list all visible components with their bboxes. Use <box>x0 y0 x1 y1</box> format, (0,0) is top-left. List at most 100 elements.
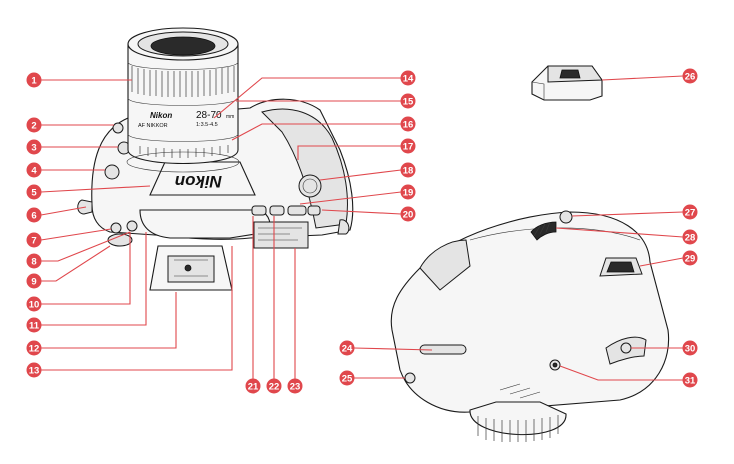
command-dial-ribs <box>533 221 551 237</box>
button-8-right[interactable] <box>126 220 138 232</box>
callout-number: 19 <box>403 187 414 198</box>
callout-badge <box>400 138 416 154</box>
camera-front-top-plate <box>139 209 271 239</box>
button-25[interactable] <box>404 372 416 384</box>
callout-17: 17 <box>400 138 416 154</box>
strap-eyelet-right <box>337 219 350 235</box>
callout-number: 31 <box>685 375 696 386</box>
button-20[interactable] <box>307 205 321 216</box>
leader-27 <box>571 211 684 217</box>
callout-badge <box>339 340 355 356</box>
shutter-release-ring <box>302 178 318 194</box>
callout-number: 21 <box>248 381 259 392</box>
focus-ring-grip[interactable] <box>131 66 235 97</box>
callout-number: 8 <box>31 256 36 267</box>
camera-bottom-corner <box>419 239 471 291</box>
callout-number: 11 <box>29 320 40 331</box>
button-7[interactable] <box>110 222 122 234</box>
callout-number: 22 <box>269 381 280 392</box>
callout-badge <box>682 340 698 356</box>
callout-number: 20 <box>403 209 414 220</box>
callout-number: 30 <box>685 343 696 354</box>
camera-front-icon: Nikon <box>77 27 354 291</box>
camera-bottom-icon <box>390 210 670 442</box>
lens-focal-range: 28-70 <box>196 110 222 121</box>
callout-number: 27 <box>685 207 696 218</box>
callout-badge <box>26 162 42 178</box>
lens-brand-text: Nikon <box>150 111 172 120</box>
callout-badge <box>682 229 698 245</box>
callout-number: 1 <box>31 75 37 86</box>
callout-badge <box>26 72 42 88</box>
callout-number: 12 <box>29 343 40 354</box>
callout-23: 23 <box>287 378 303 394</box>
button-30[interactable] <box>620 342 632 354</box>
callout-badge <box>682 204 698 220</box>
callout-19: 19 <box>400 184 416 200</box>
bottom-vents <box>499 383 541 399</box>
leader-6 <box>40 206 87 216</box>
callout-badge <box>339 370 355 386</box>
control-27[interactable] <box>559 210 573 224</box>
callout-number: 23 <box>290 381 301 392</box>
callout-21: 21 <box>245 378 261 394</box>
callout-badge <box>26 207 42 223</box>
callout-badge <box>682 372 698 388</box>
callout-8: 8 <box>26 253 42 269</box>
callout-9: 9 <box>26 273 42 289</box>
button-9[interactable] <box>107 233 133 247</box>
leader-7 <box>40 228 112 241</box>
leader-28 <box>555 227 684 238</box>
leader-8 <box>41 231 131 262</box>
callout-badge <box>26 273 42 289</box>
callout-number: 17 <box>403 141 414 152</box>
callout-badge <box>26 317 42 333</box>
button-22[interactable] <box>269 205 285 216</box>
callout-number: 4 <box>31 165 37 176</box>
callout-badge <box>26 362 42 378</box>
hot-shoe-rails <box>174 259 208 277</box>
lens-unit: mm <box>226 114 234 120</box>
callout-number: 5 <box>31 187 37 198</box>
callout-number: 14 <box>403 73 414 84</box>
callout-11: 11 <box>26 317 42 333</box>
lcd-panel <box>253 221 309 249</box>
button-4[interactable] <box>104 164 120 180</box>
callout-28: 28 <box>682 229 698 245</box>
callout-number: 13 <box>29 365 40 376</box>
callout-badge <box>682 68 698 84</box>
leader-16 <box>231 123 401 141</box>
shutter-release-button[interactable] <box>298 174 322 198</box>
tripod-socket-hole <box>552 362 558 368</box>
button-21[interactable] <box>251 205 267 216</box>
callout-badge <box>287 378 303 394</box>
callout-badge <box>26 232 42 248</box>
leader-29 <box>639 257 684 267</box>
leader-11 <box>41 232 147 326</box>
callout-number: 16 <box>403 119 414 130</box>
callout-badge <box>400 206 416 222</box>
leader-9 <box>41 245 111 282</box>
callout-number: 10 <box>29 299 40 310</box>
command-dial[interactable] <box>530 221 557 241</box>
callout-badge <box>26 117 42 133</box>
callout-7: 7 <box>26 232 42 248</box>
zoom-ring-edge <box>127 133 239 142</box>
callout-10: 10 <box>26 296 42 312</box>
callout-badge <box>26 296 42 312</box>
callout-badge <box>26 340 42 356</box>
callout-13: 13 <box>26 362 42 378</box>
callout-31: 31 <box>682 372 698 388</box>
lens-mount-text: AF NIKKOR <box>138 123 168 129</box>
callout-number: 6 <box>31 210 36 221</box>
callout-number: 18 <box>403 165 414 176</box>
eyepiece-cap-edge <box>531 81 545 100</box>
button-19[interactable] <box>287 205 307 216</box>
callout-badge <box>26 253 42 269</box>
button-2[interactable] <box>112 122 124 134</box>
callout-number: 2 <box>31 120 36 131</box>
lens-front-element <box>150 36 216 56</box>
leader-19 <box>299 191 402 205</box>
callout-27: 27 <box>682 204 698 220</box>
